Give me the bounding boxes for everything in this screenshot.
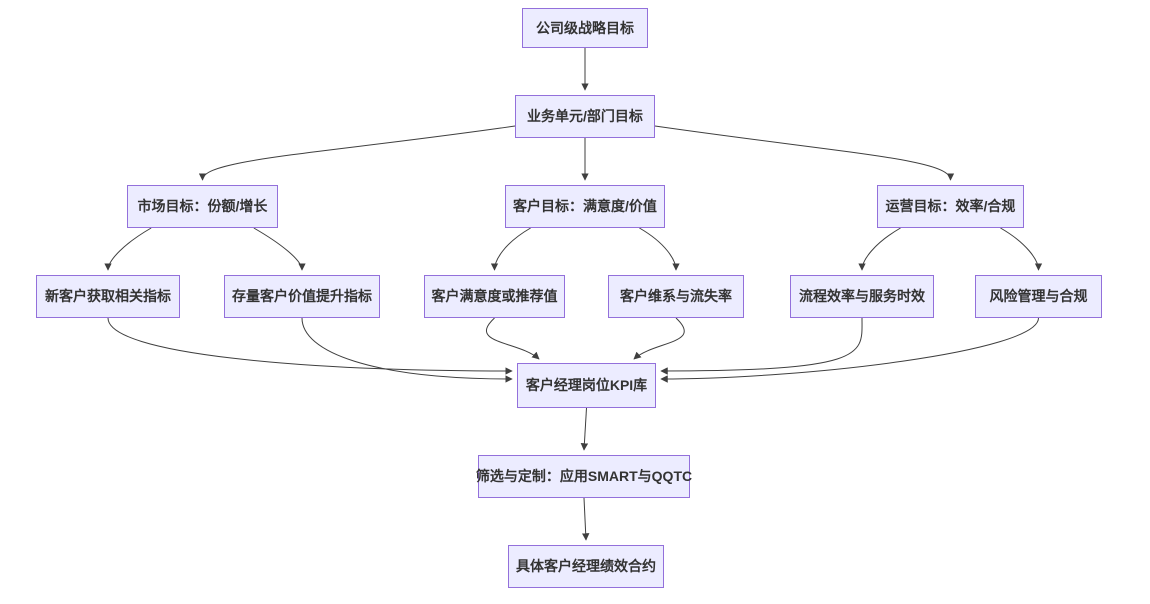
edge-4-to-9 [639,227,680,271]
edge-8-to-12 [486,317,540,360]
edge-2-to-3 [198,125,516,181]
node-existing-customer-value: 存量客户价值提升指标 [224,275,380,318]
node-process-efficiency-sla: 流程效率与服务时效 [790,275,934,318]
edge-3-to-6 [104,227,152,271]
edge-9-to-12 [633,317,685,360]
node-kpi-library: 客户经理岗位KPI库 [517,363,656,408]
edge-4-to-8 [490,227,531,271]
node-performance-contract: 具体客户经理绩效合约 [508,545,664,588]
node-csat-or-nps: 客户满意度或推荐值 [424,275,565,318]
edge-11-to-12 [660,317,1039,383]
edge-5-to-11 [1000,227,1043,271]
edge-13-to-14 [581,497,590,541]
node-new-customer-metrics: 新客户获取相关指标 [36,275,180,318]
edge-3-to-7 [253,227,306,271]
node-risk-compliance: 风险管理与合规 [975,275,1102,318]
node-business-unit-dept-goal: 业务单元/部门目标 [515,95,655,138]
edge-7-to-12 [301,317,513,383]
edge-5-to-10 [858,227,901,271]
node-operations-goal: 运营目标：效率/合规 [877,185,1024,228]
node-screening-smart-qqtc: 筛选与定制：应用SMART与QQTC [476,455,692,498]
node-customer-goal: 客户目标：满意度/价值 [505,185,665,228]
edge-6-to-12 [107,317,513,375]
edge-12-to-13 [580,407,589,451]
node-market-goal: 市场目标：份额/增长 [127,185,278,228]
node-retention-churn: 客户维系与流失率 [608,275,744,318]
edge-2-to-5 [654,125,955,181]
node-company-strategy-goal: 公司级战略目标 [522,8,648,48]
edge-10-to-12 [660,317,863,375]
